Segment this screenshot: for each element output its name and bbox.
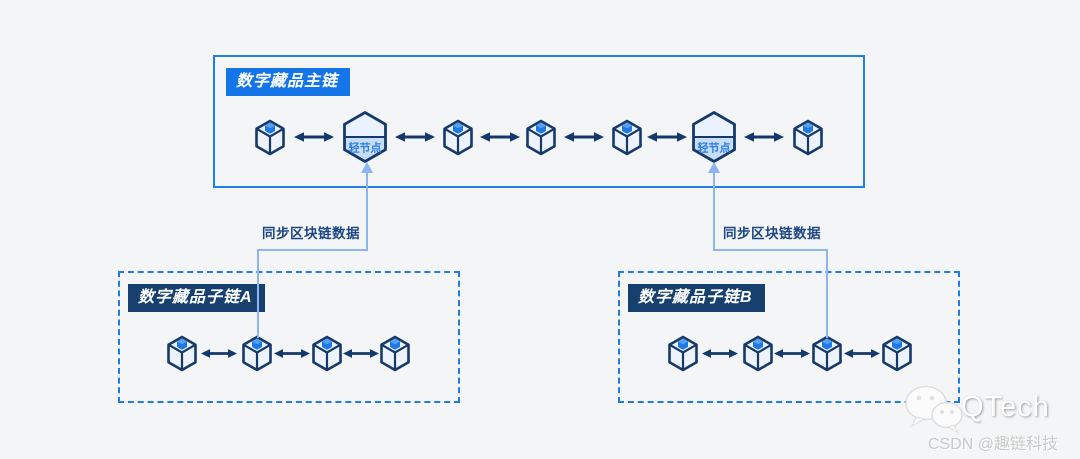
block-node-icon (379, 335, 411, 372)
block-node-icon (311, 335, 343, 372)
sync-data-label-b: 同步区块链数据 (723, 226, 821, 241)
main-chain-box (213, 55, 865, 188)
subchain-a-box (118, 271, 460, 403)
subchain-b-title: 数字藏品子链B (628, 284, 765, 312)
block-node-icon (525, 119, 557, 156)
bidirectional-arrow-icon (201, 348, 237, 359)
watermark-brand: QTech (961, 391, 1050, 423)
bidirectional-arrow-icon (480, 131, 520, 143)
block-node-icon (881, 335, 913, 372)
block-node-icon (742, 335, 774, 372)
bidirectional-arrow-icon (774, 348, 810, 359)
bidirectional-arrow-icon (647, 131, 687, 143)
bidirectional-arrow-icon (395, 131, 435, 143)
bidirectional-arrow-icon (744, 131, 784, 143)
light-node-label: 轻节点 (698, 141, 731, 155)
bidirectional-arrow-icon (343, 348, 379, 359)
bidirectional-arrow-icon (844, 348, 880, 359)
block-node-icon (166, 335, 198, 372)
subchain-b-box (618, 271, 960, 403)
wechat-chat-bubbles-icon (903, 384, 965, 439)
block-node-icon (811, 335, 843, 372)
bidirectional-arrow-icon (702, 348, 738, 359)
bidirectional-arrow-icon (564, 131, 604, 143)
subchain-a-title: 数字藏品子链A (128, 284, 265, 312)
sync-data-label-a: 同步区块链数据 (262, 226, 360, 241)
sync-connector-line-b (708, 162, 828, 338)
block-node-icon (241, 335, 273, 372)
block-node-icon (442, 119, 474, 156)
block-node-icon (667, 335, 699, 372)
light-node-icon: 轻节点 (691, 111, 737, 163)
block-node-icon (611, 119, 643, 156)
light-node-icon: 轻节点 (342, 111, 388, 163)
bidirectional-arrow-icon (274, 348, 310, 359)
block-node-icon (792, 119, 824, 156)
main-chain-title: 数字藏品主链 (226, 68, 351, 96)
light-node-label: 轻节点 (349, 141, 382, 155)
bidirectional-arrow-icon (294, 131, 334, 143)
watermark-credit: CSDN @趣链科技 (928, 436, 1059, 453)
sync-connector-line-a (257, 162, 373, 338)
block-node-icon (254, 119, 286, 156)
